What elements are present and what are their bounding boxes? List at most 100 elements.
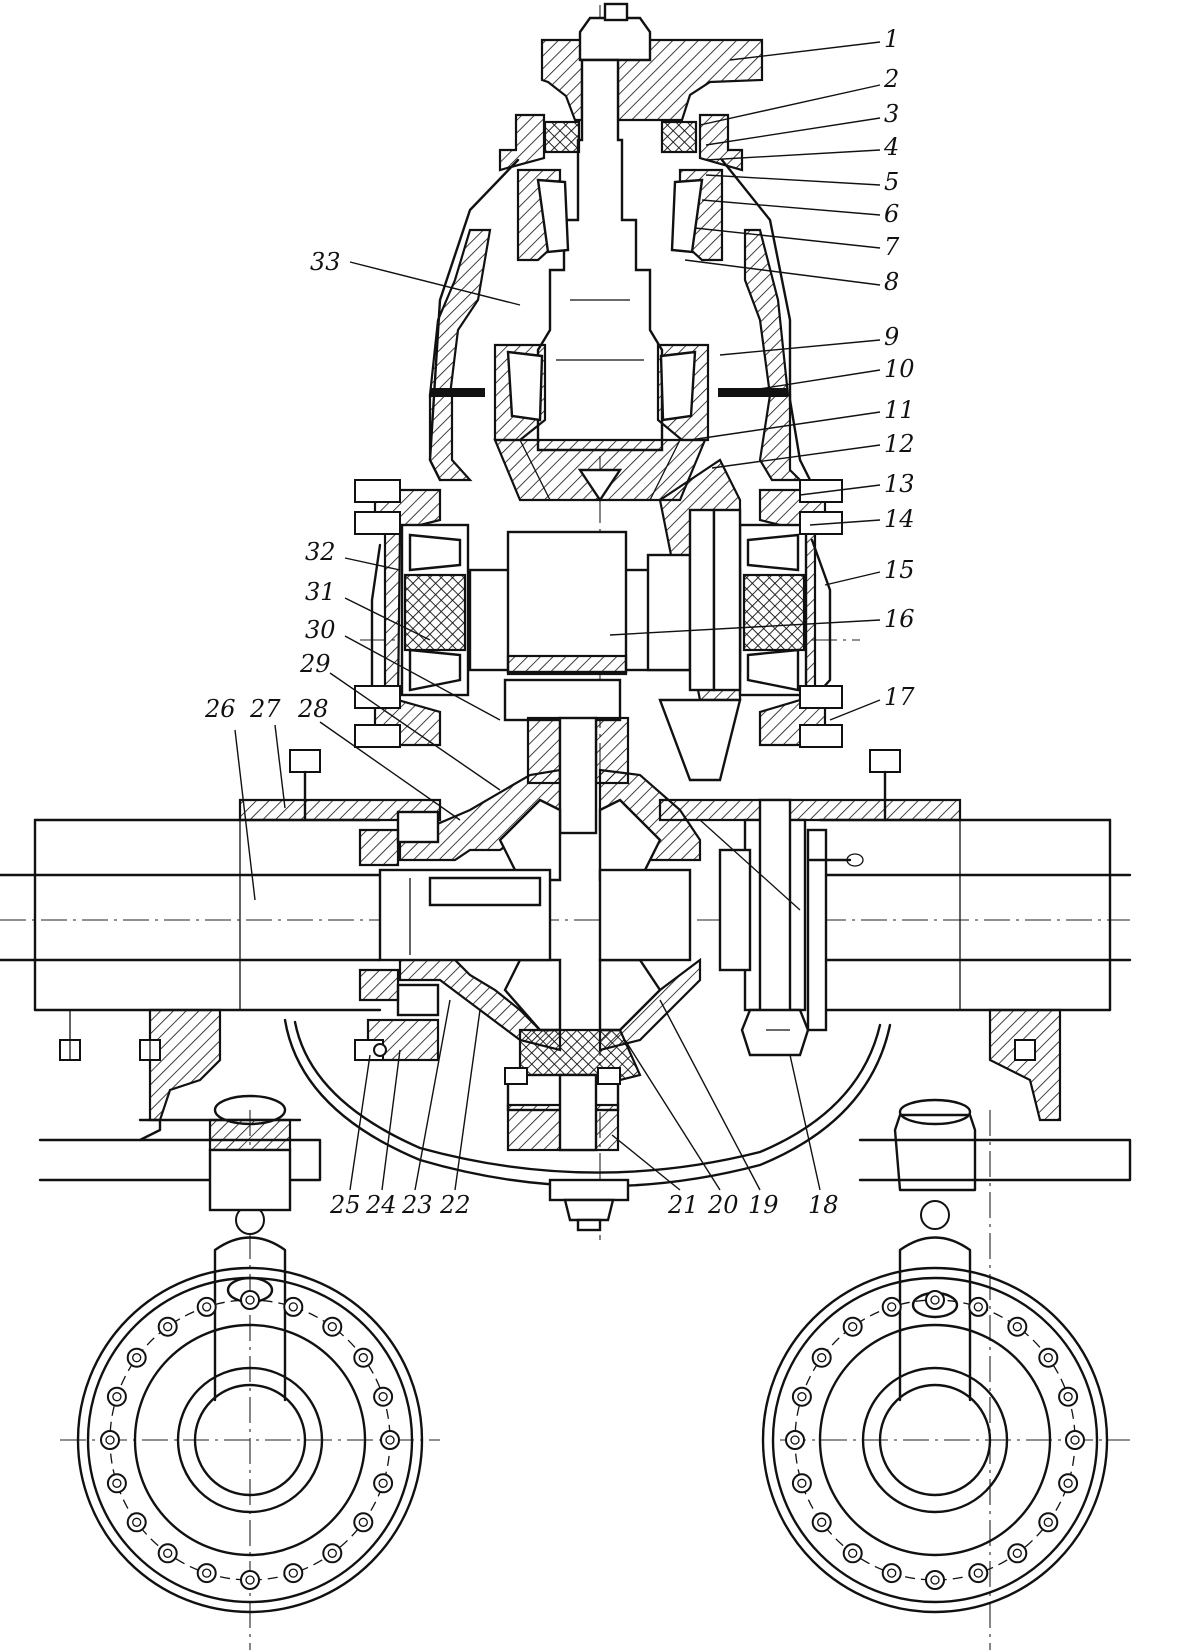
flange-bolt: [126, 1347, 147, 1368]
callout-5: 5: [884, 168, 899, 196]
callout-9: 9: [884, 323, 899, 351]
flange-bolt: [1058, 1473, 1079, 1494]
callout-labels: 1 2 3 4 5 6 7 8 9 10 11 12 13 14 15 16 1…: [204, 25, 915, 1219]
callout-29: 29: [299, 650, 331, 678]
intermediate-shaft: [354, 479, 843, 782]
flange-bolt-center: [1063, 1392, 1073, 1402]
callout-1: 1: [884, 25, 899, 53]
callout-21: 21: [667, 1191, 699, 1219]
callout-28: 28: [297, 695, 329, 723]
flange-bolt-center: [327, 1322, 337, 1332]
flange-bolt-center: [378, 1392, 388, 1402]
flange-bolt: [380, 1430, 400, 1450]
flange-bolt: [353, 1512, 374, 1533]
flange-bolt: [157, 1316, 178, 1337]
flange-bolt: [126, 1512, 147, 1533]
callout-7: 7: [884, 233, 900, 261]
flange-bolt: [1065, 1430, 1085, 1450]
flange-bolt-center: [1043, 1517, 1053, 1527]
flange-bolt-center: [848, 1548, 858, 1558]
callout-31: 31: [305, 578, 336, 606]
flange-bolt-center: [797, 1392, 807, 1402]
flange-bolt: [373, 1386, 394, 1407]
flange-bolt: [106, 1473, 127, 1494]
flange-bolt-center: [132, 1517, 142, 1527]
callout-3: 3: [884, 100, 899, 128]
flange-bolt-center: [930, 1295, 940, 1305]
callout-26: 26: [204, 695, 236, 723]
flange-bolt: [322, 1543, 343, 1564]
callout-4: 4: [883, 133, 899, 161]
flange-bolt-center: [245, 1575, 255, 1585]
flange-bolt: [240, 1570, 260, 1590]
flange-bolt: [106, 1386, 127, 1407]
flange-bolt: [1038, 1347, 1059, 1368]
flange-bolt-center: [848, 1322, 858, 1332]
callout-12: 12: [884, 430, 915, 458]
callout-16: 16: [884, 605, 915, 633]
left-wheel-hub: [76, 1094, 424, 1614]
callout-6: 6: [884, 200, 899, 228]
flange-bolt-center: [817, 1517, 827, 1527]
flange-bolt-center: [163, 1548, 173, 1558]
flange-bolt-center: [112, 1478, 122, 1488]
flange-bolt: [968, 1296, 989, 1317]
flange-bolt-center: [887, 1568, 897, 1578]
flange-bolt-center: [358, 1353, 368, 1363]
flange-bolt: [157, 1543, 178, 1564]
callout-30: 30: [305, 616, 336, 644]
flange-bolt-center: [973, 1302, 983, 1312]
pinion-housing: [428, 2, 812, 482]
flange-bolt: [240, 1290, 260, 1310]
right-wheel-hub: [761, 1098, 1109, 1614]
flange-bolt: [1038, 1512, 1059, 1533]
flange-bolt-center: [930, 1575, 940, 1585]
flange-bolt-center: [385, 1435, 395, 1445]
callout-32: 32: [305, 538, 336, 566]
flange-bolt-center: [790, 1435, 800, 1445]
left-flange-bolt-ring: [100, 1290, 400, 1590]
housing-bolts-left: [354, 479, 401, 748]
callout-18: 18: [808, 1191, 839, 1219]
flange-bolt-center: [202, 1302, 212, 1312]
flange-bolt-center: [245, 1295, 255, 1305]
callout-25: 25: [329, 1191, 361, 1219]
flange-bolt: [1058, 1386, 1079, 1407]
flange-bolt: [881, 1563, 902, 1584]
flange-bolt: [881, 1296, 902, 1317]
flange-bolt-center: [1070, 1435, 1080, 1445]
clamp-bolt-assembly: [699, 798, 864, 1057]
flange-bolt-center: [358, 1517, 368, 1527]
flange-bolt-center: [288, 1302, 298, 1312]
right-flange-bolt-ring: [785, 1290, 1085, 1590]
flange-bolt-center: [105, 1435, 115, 1445]
flange-bolt-center: [202, 1568, 212, 1578]
flange-bolt: [791, 1473, 812, 1494]
flange-bolt-center: [973, 1568, 983, 1578]
leader-lines: [234, 41, 881, 1191]
flange-bolt-center: [1043, 1353, 1053, 1363]
callout-14: 14: [884, 505, 915, 533]
flange-bolt-center: [1012, 1322, 1022, 1332]
flange-bolt: [811, 1347, 832, 1368]
callout-10: 10: [884, 355, 915, 383]
flange-bolt-center: [817, 1353, 827, 1363]
housing-bolts-right: [799, 479, 843, 748]
callout-15: 15: [884, 556, 915, 584]
flange-bolt: [196, 1296, 217, 1317]
flange-bolt-center: [797, 1478, 807, 1488]
flange-bolt: [968, 1563, 989, 1584]
callout-27: 27: [249, 695, 281, 723]
callout-2: 2: [883, 65, 899, 93]
flange-bolt: [842, 1543, 863, 1564]
flange-bolt: [1007, 1543, 1028, 1564]
flange-bolt: [925, 1290, 945, 1310]
flange-bolt: [196, 1563, 217, 1584]
callout-19: 19: [748, 1191, 779, 1219]
callout-11: 11: [884, 396, 915, 424]
callout-22: 22: [439, 1191, 471, 1219]
callout-33: 33: [310, 248, 341, 276]
flange-bolt-center: [163, 1322, 173, 1332]
flange-bolt-center: [1063, 1478, 1073, 1488]
